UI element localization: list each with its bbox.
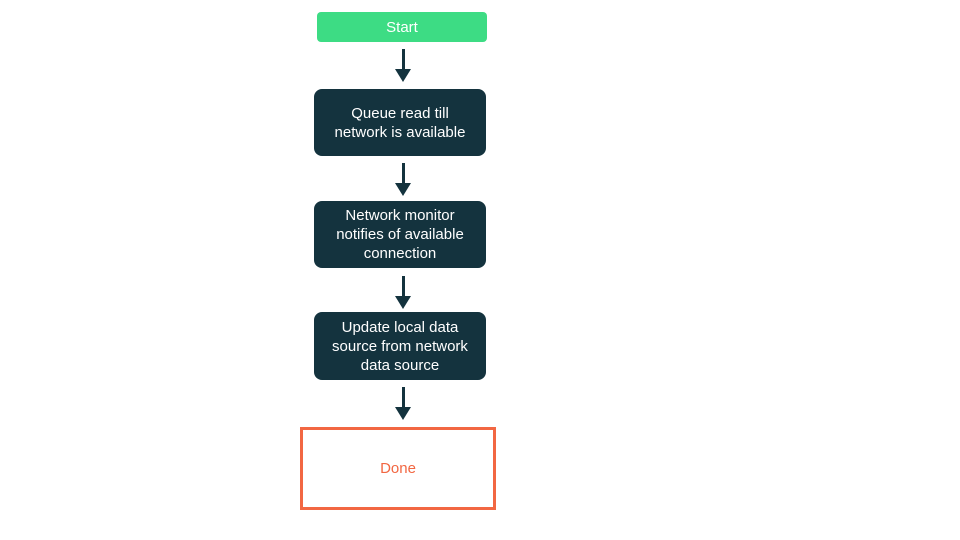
node-update-local-source-label: Update local data source from network da… [332,318,468,374]
arrow-down-icon [395,163,411,196]
arrow-stem [401,163,405,183]
arrow-head [395,296,411,309]
flowchart-node-queue-read: Queue read till network is available [314,89,486,156]
arrow-down-icon [395,276,411,309]
arrow-down-icon [395,387,411,420]
flowchart-node-start: Start [317,12,487,42]
flowchart-node-done: Done [300,427,496,510]
flowchart-node-network-monitor: Network monitor notifies of available co… [314,201,486,268]
arrow-stem [401,49,405,69]
arrow-head [395,407,411,420]
node-start-label: Start [386,18,418,36]
arrow-down-icon [395,49,411,82]
flowchart-node-update-local-source: Update local data source from network da… [314,312,486,380]
arrow-head [395,183,411,196]
arrow-stem [401,387,405,407]
arrow-stem [401,276,405,296]
node-done-label: Done [380,460,416,477]
node-network-monitor-label: Network monitor notifies of available co… [336,207,464,262]
node-queue-read-label: Queue read till network is available [334,104,466,141]
arrow-head [395,69,411,82]
